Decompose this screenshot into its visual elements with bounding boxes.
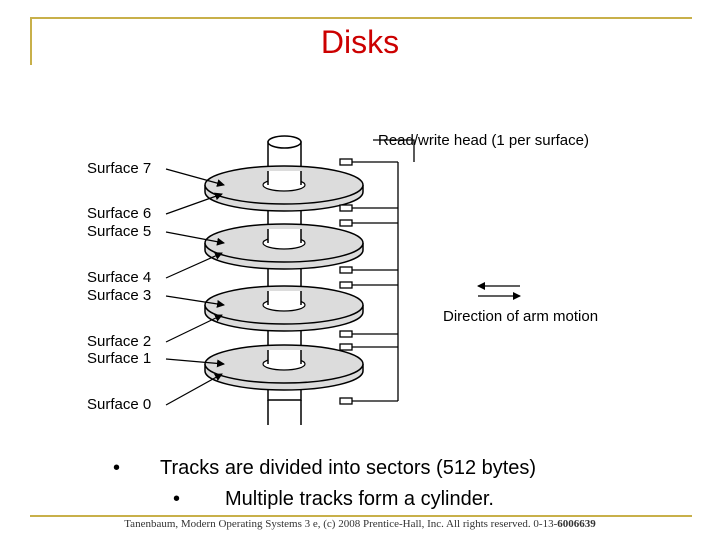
frame-left-rule bbox=[30, 17, 32, 65]
bullet-marker: • bbox=[113, 457, 121, 479]
copyright-footer: Tanenbaum, Modern Operating Systems 3 e,… bbox=[0, 518, 720, 530]
surface-5-label: Surface 5 bbox=[87, 223, 151, 240]
bullet-cylinder-text: Multiple tracks form a cylinder. bbox=[225, 488, 494, 510]
surface-pointers bbox=[165, 168, 225, 406]
head-label-leader bbox=[373, 139, 415, 162]
platter-3 bbox=[204, 285, 364, 332]
motion-label: Direction of arm motion bbox=[443, 308, 598, 325]
surface-1-label: Surface 1 bbox=[87, 350, 151, 367]
bullet-marker: • bbox=[173, 488, 181, 510]
platter-1 bbox=[204, 165, 364, 212]
platter-4 bbox=[204, 344, 364, 391]
bullet-tracks-text: Tracks are divided into sectors (512 byt… bbox=[160, 457, 537, 479]
arm-assembly bbox=[339, 158, 399, 405]
surface-3-label: Surface 3 bbox=[87, 287, 151, 304]
head-label: Read/write head (1 per surface) bbox=[378, 132, 589, 149]
footer-code: 6006639 bbox=[557, 518, 596, 530]
surface-4-label: Surface 4 bbox=[87, 269, 151, 286]
footer-text: Tanenbaum, Modern Operating Systems 3 e,… bbox=[124, 518, 558, 530]
frame-bottom-rule bbox=[30, 515, 692, 517]
surface-6-label: Surface 6 bbox=[87, 205, 151, 222]
platter-2 bbox=[204, 223, 364, 270]
surface-2-label: Surface 2 bbox=[87, 333, 151, 350]
frame-top-rule bbox=[30, 17, 692, 19]
surface-7-label: Surface 7 bbox=[87, 160, 151, 177]
surface-0-label: Surface 0 bbox=[87, 396, 151, 413]
slide-title: Disks bbox=[320, 24, 400, 60]
spindle-top bbox=[267, 135, 302, 149]
